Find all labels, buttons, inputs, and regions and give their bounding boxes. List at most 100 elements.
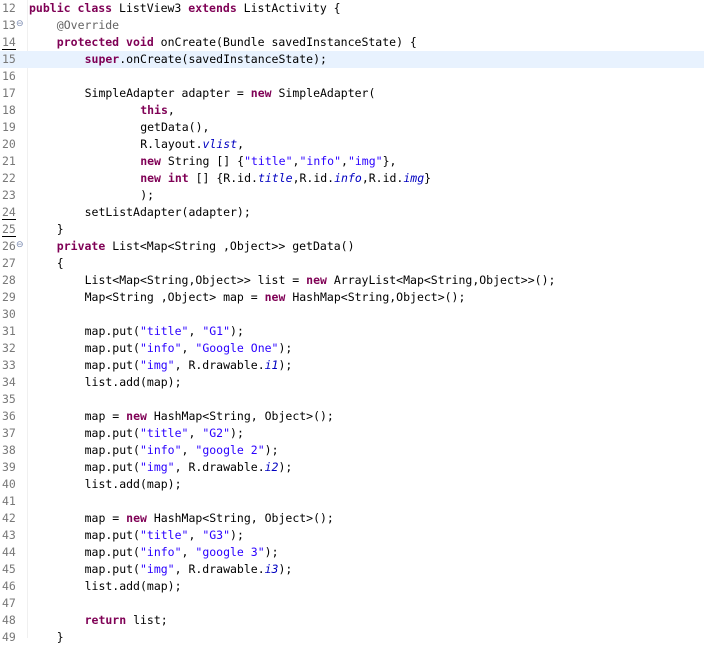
code-token: list;	[126, 613, 168, 627]
line-number-text: 15	[2, 52, 16, 66]
code-token: getData(),	[140, 120, 210, 134]
line-number-text: 49	[2, 630, 16, 644]
gutter-separator	[27, 0, 28, 638]
line-number-text: 39	[2, 460, 16, 474]
fold-collapse-icon[interactable]: ⊖	[16, 19, 24, 29]
code-line[interactable]: 28 List<Map<String,Object>> list = new Ar…	[0, 272, 704, 289]
code-token: ,R.id.	[361, 171, 404, 185]
code-token: map.put(	[84, 358, 140, 372]
code-line[interactable]: 29 Map<String ,Object> map = new HashMap<…	[0, 289, 704, 306]
code-token: , R.drawable.	[174, 460, 265, 474]
line-number: 20	[0, 136, 27, 153]
code-token: new	[140, 154, 161, 168]
code-line[interactable]: 13⊖@Override	[0, 17, 704, 34]
code-token: new	[126, 409, 147, 423]
code-line[interactable]: 41	[0, 493, 704, 510]
line-number-text: 16	[2, 69, 16, 83]
code-token: "img"	[139, 562, 175, 576]
code-text: private List<Map<String ,Object>> getDat…	[57, 238, 355, 255]
code-text: List<Map<String,Object>> list = new Arra…	[85, 272, 556, 289]
code-token: , R.drawable.	[174, 358, 265, 372]
line-number: 28	[0, 272, 27, 289]
code-line[interactable]: 23);	[0, 187, 704, 204]
line-number: 30	[0, 306, 27, 323]
code-token: map.put(	[84, 545, 140, 559]
code-token: map.put(	[84, 341, 140, 355]
line-number: 17	[0, 85, 27, 102]
line-number-text: 18	[2, 103, 16, 117]
code-token: );	[140, 188, 155, 202]
line-number: 19	[0, 119, 27, 136]
code-text: );	[140, 187, 154, 204]
code-line[interactable]: 26⊖private List<Map<String ,Object>> get…	[0, 238, 704, 255]
code-token: "google 3"	[195, 545, 265, 559]
code-line[interactable]: 27{	[0, 255, 704, 272]
code-text: Map<String ,Object> map = new HashMap<St…	[85, 289, 466, 306]
code-token: ,	[181, 341, 196, 355]
code-line[interactable]: 21 new String [] {"title","info","img"},	[0, 153, 704, 170]
line-number-text: 32	[2, 341, 16, 355]
line-number-text: 21	[2, 154, 16, 168]
code-token: i2	[264, 460, 279, 474]
fold-collapse-icon[interactable]: ⊖	[16, 240, 24, 250]
line-number: 29	[0, 289, 27, 306]
code-token: ArrayList<Map<String,Object>>();	[326, 273, 556, 287]
line-number: 40	[0, 476, 27, 493]
line-number-text: 43	[2, 528, 16, 542]
code-text: protected void onCreate(Bundle savedInst…	[57, 34, 417, 51]
code-token: private	[56, 239, 106, 253]
line-number: 41	[0, 493, 27, 510]
code-line[interactable]: 16	[0, 68, 704, 85]
line-number-text: 17	[2, 86, 16, 100]
code-line[interactable]: 40 list.add(map);	[0, 476, 704, 493]
code-token: list.add(map);	[84, 477, 182, 491]
code-line[interactable]: 47	[0, 595, 704, 612]
code-token: ListActivity {	[236, 1, 341, 15]
code-token: },	[382, 154, 397, 168]
code-line[interactable]: 30	[0, 306, 704, 323]
line-number: 44	[0, 544, 27, 561]
code-token: HashMap<String,Object>();	[285, 290, 466, 304]
line-number-text: 13	[2, 18, 16, 32]
code-line[interactable]: 25}	[0, 221, 704, 238]
code-token: ,	[167, 103, 175, 117]
code-text: new String [] {"title","info","img"},	[140, 153, 396, 170]
line-number-text: 35	[2, 392, 16, 406]
code-text: }	[57, 221, 64, 238]
line-number-text: 29	[2, 290, 16, 304]
code-token: list.add(map);	[84, 375, 182, 389]
line-number: 38	[0, 442, 27, 459]
code-line[interactable]: 35	[0, 391, 704, 408]
code-line[interactable]: 19 getData(),	[0, 119, 704, 136]
code-token: ,	[188, 426, 203, 440]
code-token: String [] {	[160, 154, 245, 168]
line-number-text: 45	[2, 562, 16, 576]
code-token: new	[140, 171, 161, 185]
code-token: }	[56, 630, 64, 644]
code-token: SimpleAdapter adapter =	[84, 86, 251, 100]
